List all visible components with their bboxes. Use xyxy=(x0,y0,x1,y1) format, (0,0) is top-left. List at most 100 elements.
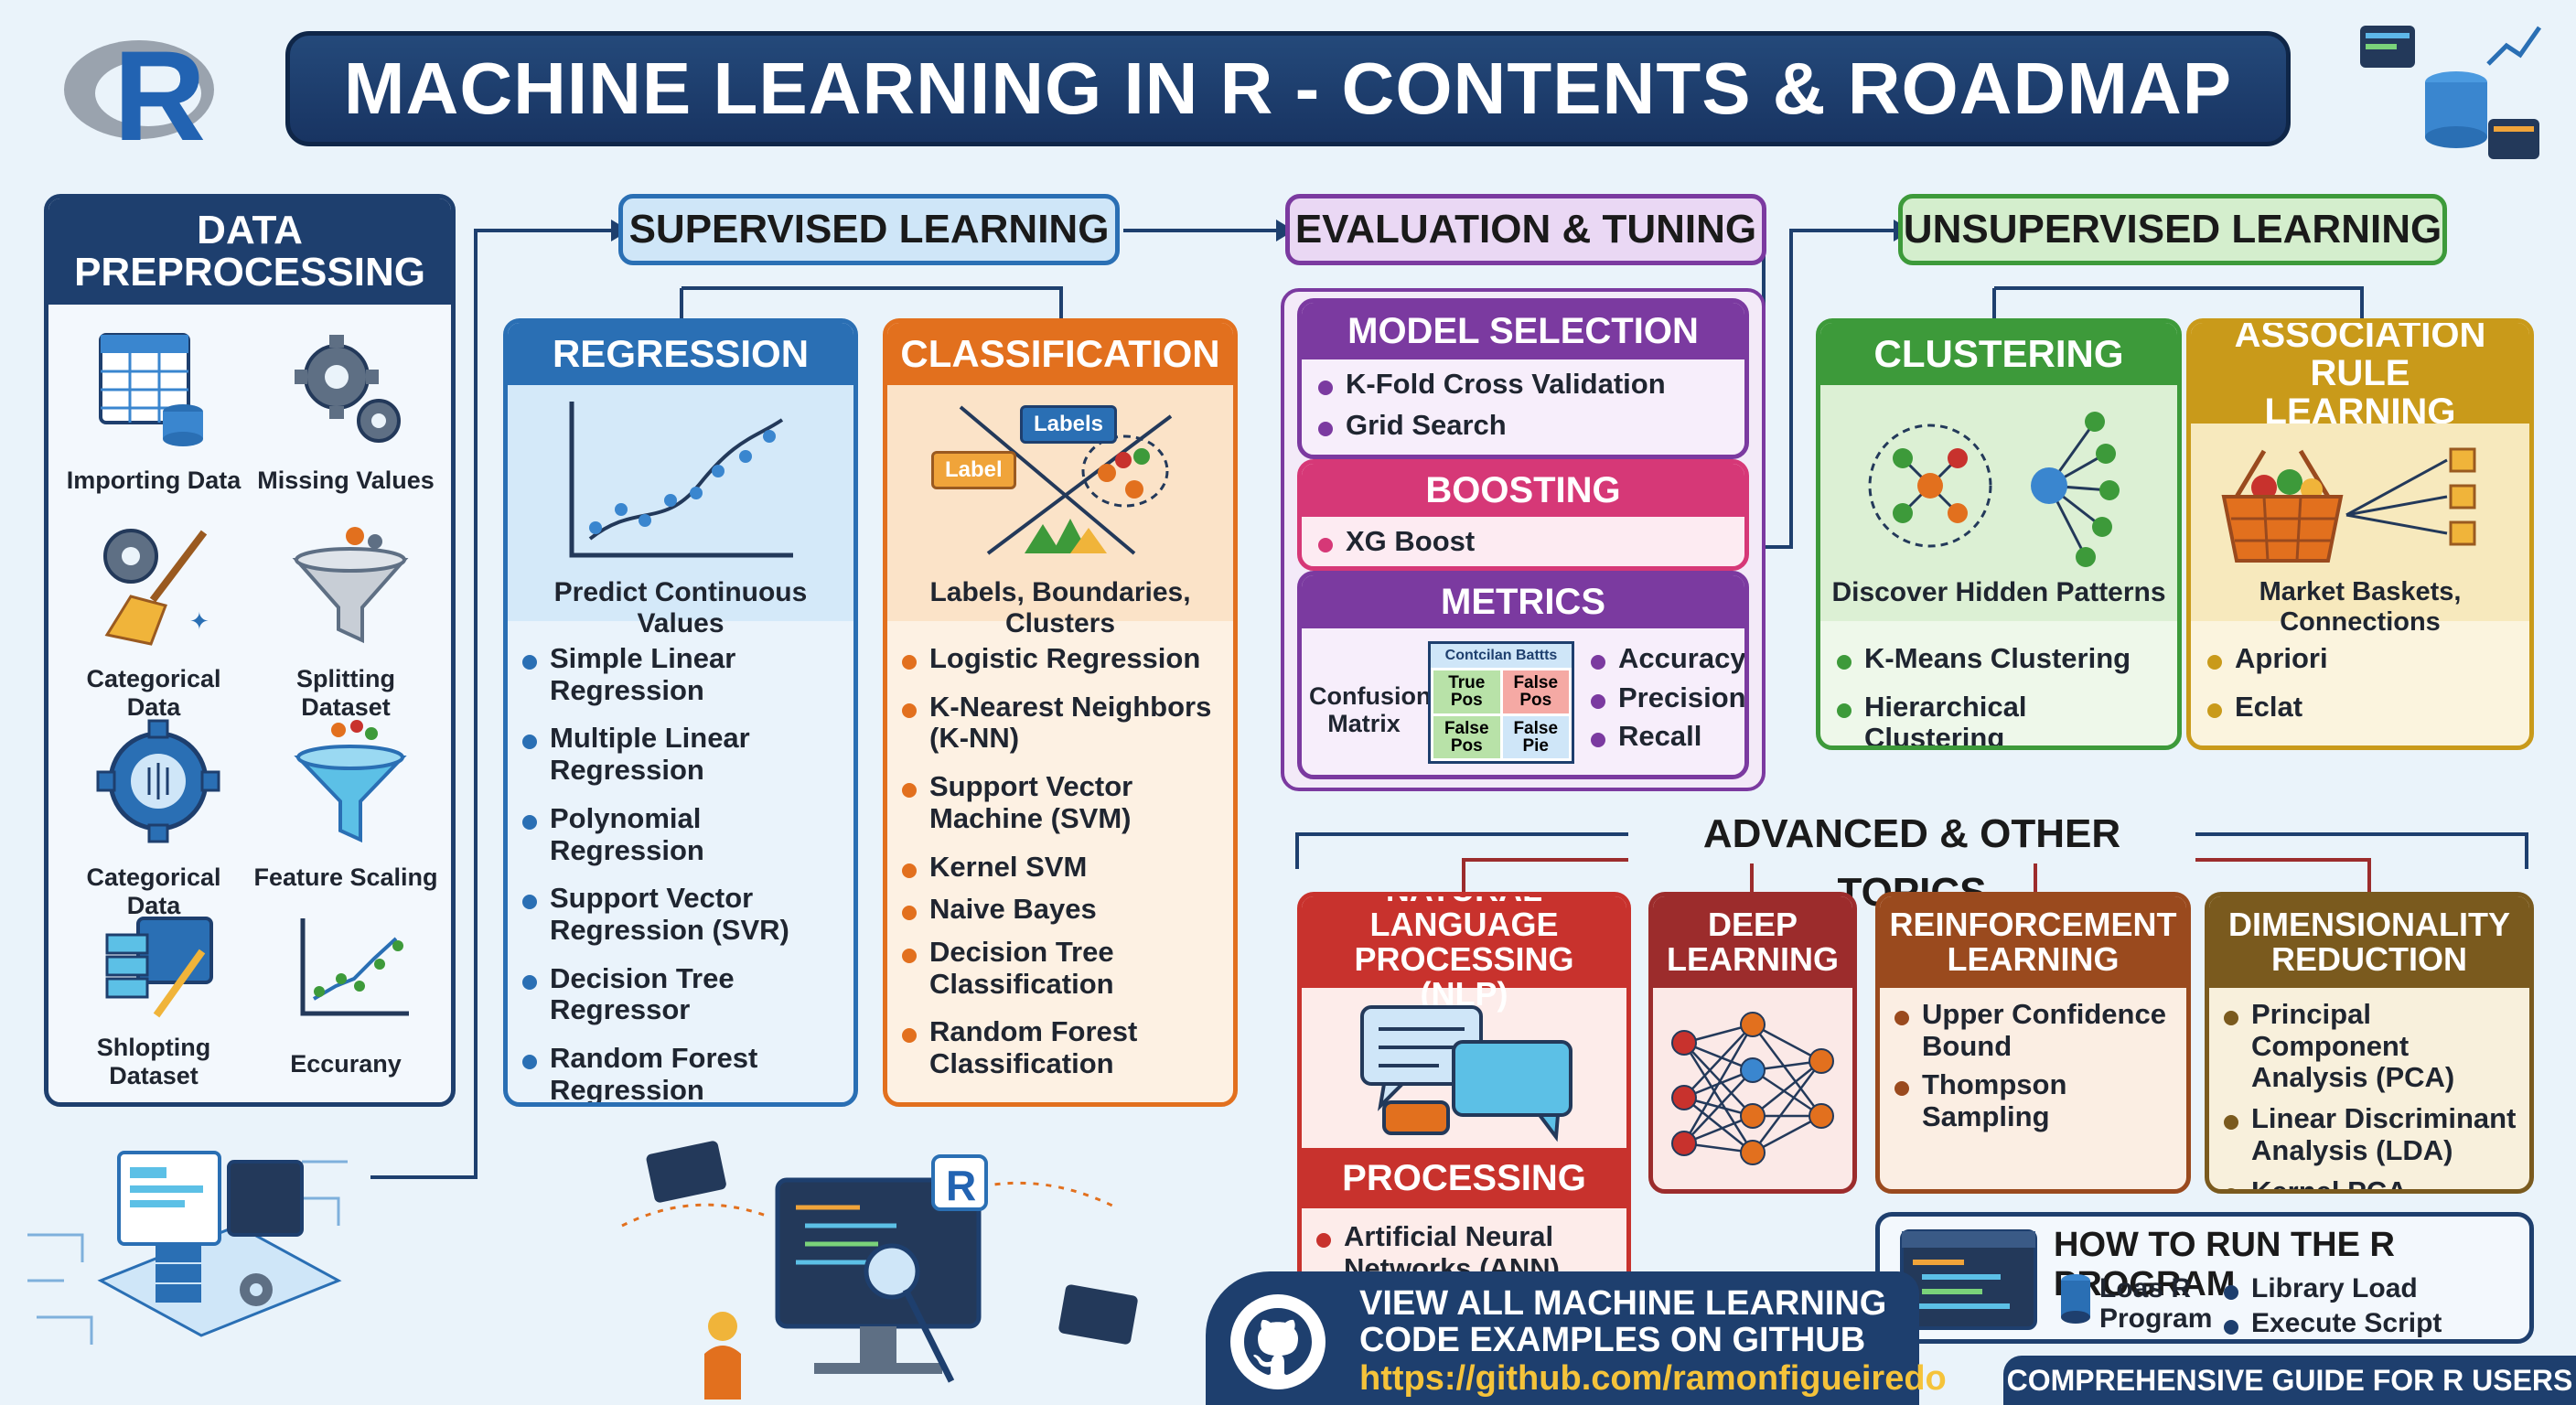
regression-chart-icon xyxy=(569,402,793,558)
categorical-data-item-2: Categorical Data xyxy=(58,717,250,919)
classification-title: CLASSIFICATION xyxy=(887,323,1233,385)
importing-data-item: Importing Data xyxy=(58,322,250,505)
github-icon xyxy=(1230,1294,1326,1389)
reinforcement-list: Upper Confidence Bound Thompson Sampling xyxy=(1891,998,2184,1150)
advanced-topics-label: ADVANCED & OTHER TOPICS xyxy=(1628,805,2195,915)
scatter-plot-icon xyxy=(300,918,409,1016)
boosting-panel: BOOSTING XG Boost xyxy=(1297,459,1749,571)
list-item: Support Vector Regression (SVR) xyxy=(519,882,848,946)
neural-network-icon xyxy=(1671,1012,1834,1165)
list-item: XG Boost xyxy=(1315,525,1735,558)
dimensionality-title: DIMENSIONALITY REDUCTION xyxy=(2209,896,2529,988)
list-item: Random Forest Classification xyxy=(898,1015,1228,1079)
how-to-run-list: Library Load Execute Script xyxy=(2220,1273,2522,1339)
list-item: Logistic Regression xyxy=(898,642,1228,675)
broom-gear-icon: ✦ xyxy=(103,529,209,646)
model-selection-list: K-Fold Cross Validation Grid Search xyxy=(1315,368,1735,455)
metrics-title: METRICS xyxy=(1302,575,1744,628)
label-tag: Label xyxy=(931,451,1016,489)
github-line-1: VIEW ALL MACHINE LEARNING xyxy=(1359,1284,1887,1323)
regression-list: Simple Linear Regression Multiple Linear… xyxy=(519,642,848,1102)
list-item: Support Vector Machine (SVM) xyxy=(898,770,1228,834)
evaluation-tuning-label: EVALUATION & TUNING xyxy=(1285,194,1766,265)
feature-scaling-item: Feature Scaling xyxy=(250,717,442,900)
gears-icon xyxy=(295,335,401,443)
list-item: Multiple Linear Regression xyxy=(519,722,848,786)
list-item: Apriori xyxy=(2204,642,2524,675)
dimensionality-list: Principal Component Analysis (PCA) Linea… xyxy=(2220,998,2527,1189)
r-logo: R xyxy=(59,27,232,165)
cluster-network-icon xyxy=(1868,412,2120,567)
chat-bubbles-icon xyxy=(1360,1005,1572,1142)
filter-funnel-icon xyxy=(294,720,407,843)
list-item: Principal Component Analysis (PCA) xyxy=(2220,998,2527,1094)
matrix-cell: True Pos xyxy=(1433,670,1500,713)
shlopting-dataset-item: Shlopting Dataset xyxy=(58,915,250,1102)
svg-text:R: R xyxy=(946,1162,976,1209)
list-item: Thompson Sampling xyxy=(1891,1068,2184,1132)
nlp-title: NATURAL LANGUAGE PROCESSING (NLP) xyxy=(1302,896,1626,1011)
how-to-run-panel: HOW TO RUN THE R PROGRAM Loas R Program … xyxy=(1875,1212,2534,1344)
list-item: Eclat xyxy=(2204,691,2524,724)
matrix-cell: False Pie xyxy=(1502,715,1569,758)
association-title: ASSOCIATION RULE LEARNING xyxy=(2191,323,2529,431)
classification-panel: CLASSIFICATION Labels Label Labels, Boun… xyxy=(883,318,1238,1107)
data-blocks-icon xyxy=(105,917,213,1018)
association-panel: ASSOCIATION RULE LEARNING Market Baskets… xyxy=(2186,318,2534,750)
clustering-title: CLUSTERING xyxy=(1820,323,2177,385)
association-caption: Market Baskets, Connections xyxy=(2259,577,2462,637)
confusion-matrix-label: Confusion Matrix xyxy=(1309,682,1432,737)
database-icon xyxy=(2061,1274,2090,1324)
preprocessing-item-label: Importing Data xyxy=(66,467,242,494)
preprocessing-item-label: Splitting Dataset xyxy=(296,665,395,721)
regression-title: REGRESSION xyxy=(508,323,853,385)
data-preprocessing-title: DATA PREPROCESSING xyxy=(48,198,451,305)
list-item: Upper Confidence Bound xyxy=(1891,998,2184,1062)
github-url-link[interactable]: https://github.com/ramonfigueiredo xyxy=(1359,1359,1947,1398)
preprocessing-item-label: Shlopting Dataset xyxy=(96,1034,211,1089)
clustering-panel: CLUSTERING Discover Hidden Patterns K-Me… xyxy=(1816,318,2182,750)
deep-learning-title: DEEP LEARNING xyxy=(1653,896,1852,988)
preprocessing-item-label: Categorical Data xyxy=(86,863,221,919)
list-item: Decision Tree Classification xyxy=(898,936,1228,1000)
matrix-header: Contcilan Battts xyxy=(1431,644,1572,668)
r-logo-letter: R xyxy=(113,24,207,167)
reinforcement-title: REINFORCEMENT LEARNING xyxy=(1880,896,2186,988)
splitting-dataset-item: Splitting Dataset xyxy=(250,519,442,721)
developer-at-computer-illustration: R xyxy=(585,1134,1171,1400)
funnel-icon xyxy=(292,527,409,644)
page-title: MACHINE LEARNING IN R - CONTENTS & ROADM… xyxy=(285,31,2291,146)
list-item: Grid Search xyxy=(1315,409,1735,442)
how-to-run-title: HOW TO RUN THE R PROGRAM xyxy=(2054,1226,2395,1303)
matrix-cell: False Pos xyxy=(1433,715,1500,758)
gear-chip-icon xyxy=(96,719,220,843)
list-item: K-Fold Cross Validation xyxy=(1315,368,1735,401)
matrix-cell: False Pos xyxy=(1502,670,1569,713)
list-item: Accuracy xyxy=(1587,642,1744,675)
association-list: Apriori Eclat xyxy=(2204,642,2524,739)
regression-illustration: Predict Continuous Values xyxy=(508,385,853,638)
list-item: Precision xyxy=(1587,681,1744,714)
preprocessing-item-label: Eccurany xyxy=(290,1050,402,1078)
classification-caption: Labels, Boundaries, Clusters xyxy=(929,577,1191,638)
clustering-list: K-Means Clustering Hierarchical Clusteri… xyxy=(1833,642,2172,745)
metrics-panel: METRICS Confusion Matrix Contcilan Battt… xyxy=(1297,571,1749,779)
github-banner[interactable]: VIEW ALL MACHINE LEARNING CODE EXAMPLES … xyxy=(1206,1271,1947,1405)
list-item: Recall xyxy=(1587,721,1743,753)
processing-subtitle: PROCESSING xyxy=(1302,1148,1626,1208)
metrics-list: Accuracy Precision Recall xyxy=(1587,642,1744,769)
list-item: Polynomial Regression xyxy=(519,802,848,866)
supervised-learning-label: SUPERVISED LEARNING xyxy=(618,194,1120,265)
boosting-list: XG Boost xyxy=(1315,525,1735,566)
list-item: Linear Discriminant Analysis (LDA) xyxy=(2220,1102,2527,1166)
dimensionality-panel: DIMENSIONALITY REDUCTION Principal Compo… xyxy=(2205,892,2534,1194)
eccurany-item: Eccurany xyxy=(250,915,442,1102)
deep-learning-panel: DEEP LEARNING xyxy=(1648,892,1857,1194)
model-selection-title: MODEL SELECTION xyxy=(1302,303,1744,359)
list-item: Kernel PCA xyxy=(2220,1175,2527,1189)
github-line-2: CODE EXAMPLES ON GITHUB xyxy=(1359,1321,1866,1359)
preprocessing-item-label: Feature Scaling xyxy=(253,863,438,891)
categorical-data-item: ✦ Categorical Data xyxy=(58,519,250,721)
labels-tag: Labels xyxy=(1020,405,1118,444)
list-item: Naive Bayes xyxy=(898,894,1228,926)
